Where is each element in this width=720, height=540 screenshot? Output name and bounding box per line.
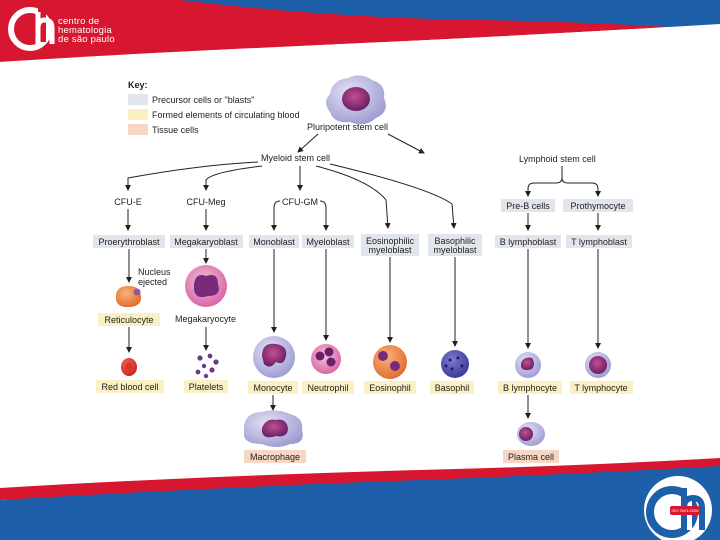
reticulocyte-cell-icon [116,286,142,308]
box-red-blood-cell [96,380,164,393]
box-basophil [430,381,474,394]
box-monoblast [249,235,299,248]
box-monocyte [248,381,298,394]
logo-text: centro de hematologia de são paulo [58,16,115,45]
t-lymphocyte-cell-icon [585,352,611,378]
arrow-to-cfu-e [125,161,259,191]
key-title: Key: [128,80,148,90]
arrow-to-myeloblast [319,200,329,231]
eosinophil-cell-icon [373,345,407,379]
b-lymphocyte-cell-icon [515,352,541,378]
box-macrophage [244,450,306,463]
legend-key: Key: Precursor cells or "blasts" Formed … [128,80,300,135]
label-pluripotent: Pluripotent stem cell [307,122,388,132]
box-prothymocyte [563,199,633,212]
label-eosinophilic-1: Eosinophilic [366,236,415,246]
label-platelets: Platelets [189,382,224,392]
box-pre-b [501,199,555,212]
label-basophilic-2: myeloblast [433,245,477,255]
label-myeloid: Myeloid stem cell [261,153,330,163]
red-blood-cell-icon [121,358,137,376]
label-eosinophilic-2: myeloblast [368,245,412,255]
box-myeloblast [302,235,354,248]
macrophage-cell-icon [244,410,303,447]
label-megakaryocyte: Megakaryocyte [175,314,236,324]
box-neutrophil [302,381,354,394]
box-platelets [184,380,228,393]
box-proerythroblast [93,235,165,248]
box-reticulocyte [98,313,160,326]
plasma-cell-icon [517,422,545,446]
top-white-sweep [0,24,720,66]
label-myeloblast: Myeloblast [306,237,350,247]
bottom-red-band [0,456,720,500]
arrow-to-prothymocyte [561,177,601,197]
label-cfu-meg: CFU-Meg [186,197,225,207]
label-cfu-e: CFU-E [114,197,142,207]
label-cfu-gm: CFU-GM [282,197,318,207]
label-basophilic-1: Basophilic [434,236,476,246]
key-swatch-precursor [128,94,148,105]
top-blue-band [180,0,720,30]
box-basophilic-myeloblast [428,234,482,256]
label-megakaryoblast: Megakaryoblast [174,237,238,247]
label-t-lymphoblast: T lymphoblast [571,237,627,247]
key-item-precursor: Precursor cells or "blasts" [152,95,254,105]
box-eosinophilic-myeloblast [361,234,419,256]
key-item-tissue: Tissue cells [152,125,199,135]
box-b-lymphoblast [495,235,561,248]
key-item-circulating: Formed elements of circulating blood [152,110,300,120]
key-swatch-tissue [128,124,148,135]
footer-logo-icon [644,476,712,540]
arrow-to-lymphoid [387,133,425,154]
pluripotent-stem-cell-icon [326,75,386,125]
label-b-lymphoblast: B lymphoblast [500,237,557,247]
box-megakaryoblast [170,235,243,248]
arrow-to-monoblast [271,200,281,231]
key-swatch-circulating [128,109,148,120]
logo-line-1: centro de [58,16,100,27]
box-eosinophil [364,381,416,394]
arrow-to-myeloid [297,133,319,153]
neutrophil-cell-icon [311,344,341,374]
iso-badge-text: ISO 9001:2008 [672,508,700,513]
bottom-blue-band [0,462,720,540]
box-t-lymphocyte [570,381,633,394]
logo-line-3: de são paulo [58,34,115,45]
arrow-to-eosinophilic-myeloblast [315,165,391,229]
label-monocyte: Monocyte [253,383,292,393]
arrow-to-pre-b [525,166,563,197]
label-nucleus-2: ejected [138,277,167,287]
label-reticulocyte: Reticulocyte [104,315,153,325]
label-nucleus-1: Nucleus [138,267,171,277]
label-eosinophil: Eosinophil [369,383,411,393]
monocyte-cell-icon [253,336,295,378]
label-t-lymphocyte: T lymphocyte [574,383,627,393]
iso-badge [670,506,700,515]
label-neutrophil: Neutrophil [307,383,348,393]
label-pre-b: Pre-B cells [506,201,550,211]
megakaryocyte-cell-icon [185,265,227,307]
arrow-to-basophilic-myeloblast [329,163,457,229]
label-monoblast: Monoblast [253,237,295,247]
platelets-icon [195,353,219,379]
label-basophil: Basophil [435,383,470,393]
label-prothymocyte: Prothymocyte [570,201,625,211]
box-plasma-cell [503,450,559,463]
label-plasma-cell: Plasma cell [508,452,554,462]
arrow-to-cfu-meg [203,165,263,191]
label-red-blood-cell: Red blood cell [101,382,158,392]
logo-line-2: hematologia [58,25,112,36]
box-b-lymphocyte [498,381,562,394]
label-proerythroblast: Proerythroblast [98,237,160,247]
box-t-lymphoblast [566,235,632,248]
label-b-lymphocyte: B lymphocyte [503,383,557,393]
logo-mark-icon [8,7,55,51]
label-lymphoid: Lymphoid stem cell [519,154,596,164]
label-macrophage: Macrophage [250,452,300,462]
basophil-cell-icon [441,350,469,378]
